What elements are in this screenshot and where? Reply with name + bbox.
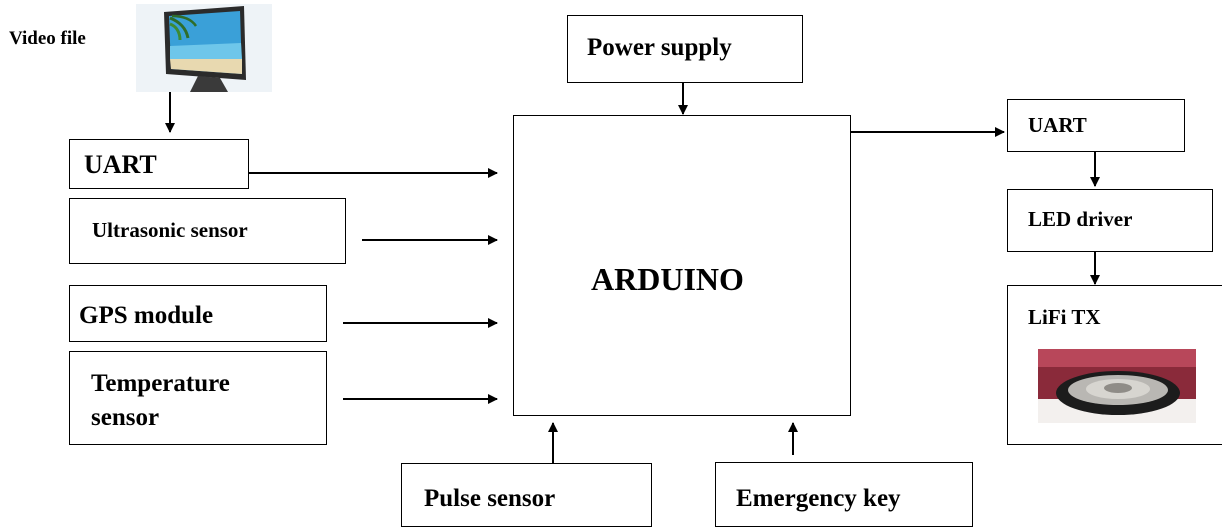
- lifi-tx-box: LiFi TX: [1007, 285, 1222, 445]
- led-driver-label: LED driver: [1028, 207, 1133, 231]
- temperature-sensor-label-line1: Temperature: [91, 370, 230, 397]
- temperature-sensor-label-line2: sensor: [91, 404, 160, 431]
- ultrasonic-sensor-box: Ultrasonic sensor: [69, 198, 346, 264]
- ultrasonic-sensor-label: Ultrasonic sensor: [92, 218, 248, 242]
- power-supply-label: Power supply: [587, 34, 732, 61]
- uart-input-box: UART: [69, 139, 249, 189]
- emergency-key-box: Emergency key: [715, 462, 973, 527]
- temperature-sensor-box: Temperature sensor: [69, 351, 327, 445]
- pulse-sensor-box: Pulse sensor: [401, 463, 652, 527]
- led-driver-box: LED driver: [1007, 189, 1213, 252]
- monitor-icon: [136, 4, 272, 92]
- power-supply-box: Power supply: [567, 15, 803, 83]
- gps-module-label: GPS module: [79, 302, 214, 329]
- lifi-tx-label: LiFi TX: [1028, 305, 1101, 329]
- video-file-label: Video file: [9, 28, 86, 49]
- arduino-box: ARDUINO: [513, 115, 851, 416]
- uart-output-label: UART: [1028, 113, 1087, 137]
- pulse-sensor-label: Pulse sensor: [424, 485, 556, 512]
- emergency-key-label: Emergency key: [736, 485, 901, 512]
- uart-output-box: UART: [1007, 99, 1185, 152]
- uart-input-label: UART: [84, 150, 157, 179]
- arduino-label: ARDUINO: [591, 261, 744, 297]
- led-speaker-icon: [1038, 349, 1196, 423]
- gps-module-box: GPS module: [69, 285, 327, 342]
